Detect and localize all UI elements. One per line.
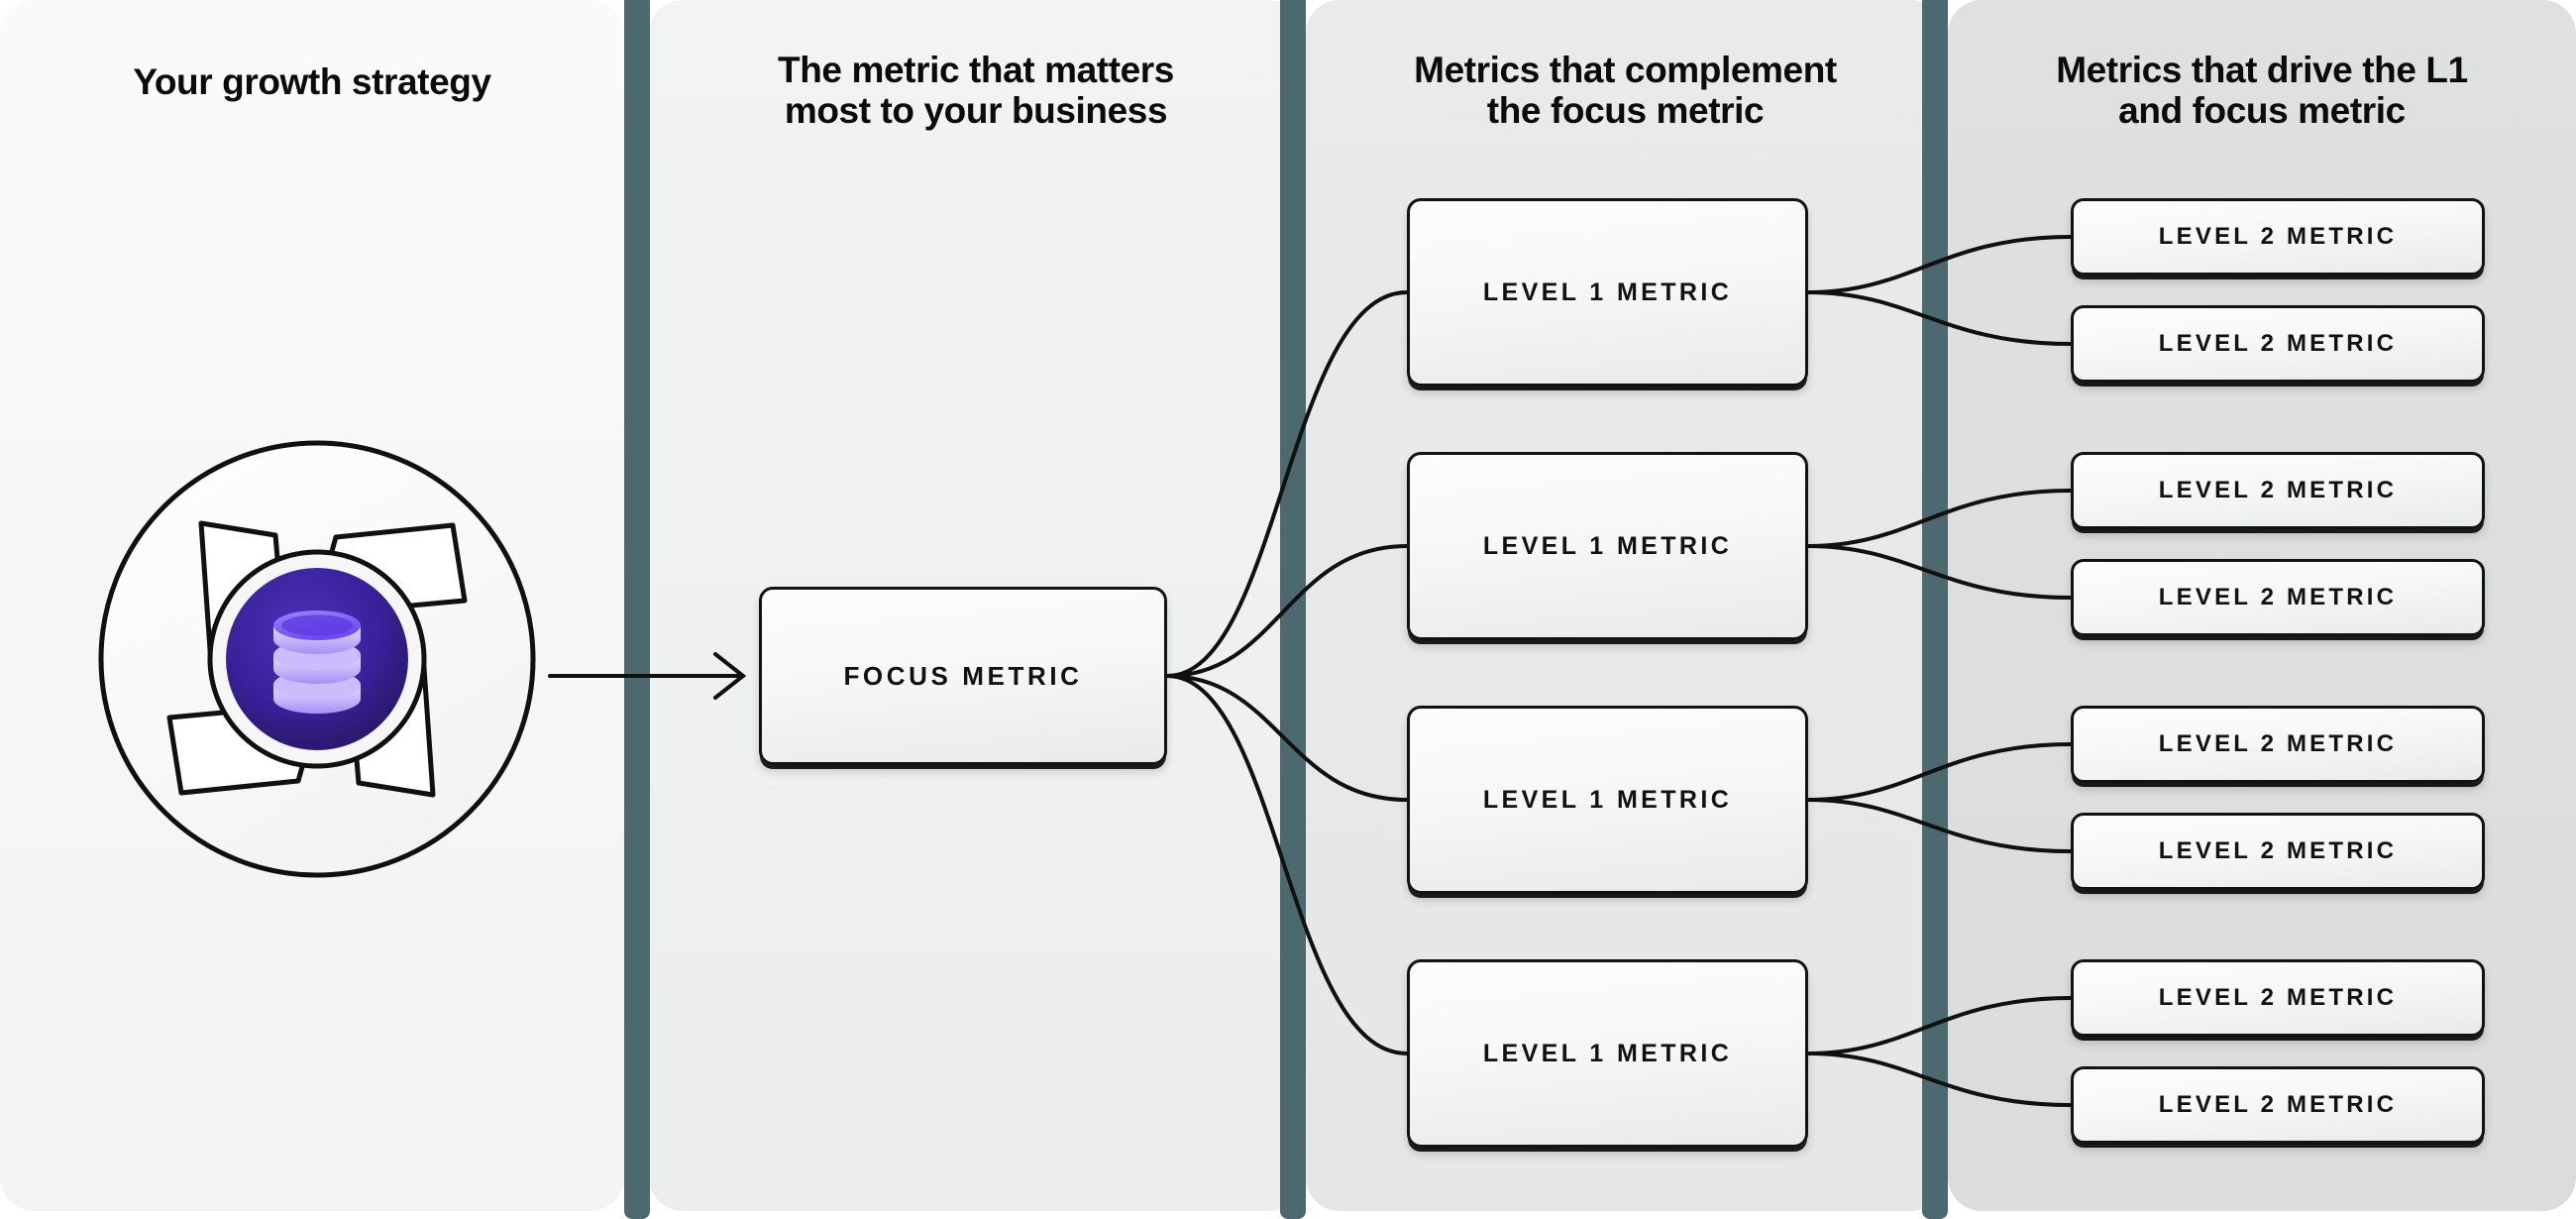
node-level2-metric-8-label: LEVEL 2 METRIC bbox=[2158, 1091, 2398, 1118]
node-level1-metric-3-label: LEVEL 1 METRIC bbox=[1482, 785, 1733, 814]
column-title-level-2: Metrics that drive the L1 and focus metr… bbox=[2056, 50, 2468, 132]
node-level1-metric-1-label: LEVEL 1 METRIC bbox=[1482, 277, 1733, 306]
node-level2-metric-5[interactable]: LEVEL 2 METRIC bbox=[2071, 706, 2485, 783]
column-title-growth-strategy: Your growth strategy bbox=[133, 61, 491, 102]
node-level1-metric-4[interactable]: LEVEL 1 METRIC bbox=[1407, 959, 1808, 1148]
column-divider-3 bbox=[1922, 0, 1948, 1219]
node-level2-metric-6[interactable]: LEVEL 2 METRIC bbox=[2071, 813, 2485, 890]
node-level2-metric-3-label: LEVEL 2 METRIC bbox=[2158, 477, 2398, 503]
column-divider-1 bbox=[624, 0, 650, 1219]
node-level1-metric-1[interactable]: LEVEL 1 METRIC bbox=[1407, 198, 1808, 387]
node-level2-metric-4[interactable]: LEVEL 2 METRIC bbox=[2071, 559, 2485, 636]
node-level2-metric-1-label: LEVEL 2 METRIC bbox=[2158, 223, 2398, 250]
aperture-database-logo bbox=[98, 440, 536, 878]
node-level2-metric-1[interactable]: LEVEL 2 METRIC bbox=[2071, 198, 2485, 276]
node-level2-metric-4-label: LEVEL 2 METRIC bbox=[2158, 584, 2398, 610]
node-level2-metric-5-label: LEVEL 2 METRIC bbox=[2158, 730, 2398, 757]
node-level2-metric-2-label: LEVEL 2 METRIC bbox=[2158, 330, 2398, 357]
node-level1-metric-2[interactable]: LEVEL 1 METRIC bbox=[1407, 452, 1808, 640]
node-level2-metric-6-label: LEVEL 2 METRIC bbox=[2158, 837, 2398, 864]
node-level1-metric-2-label: LEVEL 1 METRIC bbox=[1482, 531, 1733, 560]
node-focus-metric[interactable]: FOCUS METRIC bbox=[759, 587, 1167, 765]
column-title-level-1: Metrics that complement the focus metric bbox=[1414, 50, 1837, 132]
node-focus-metric-label: FOCUS METRIC bbox=[843, 660, 1083, 691]
node-level2-metric-2[interactable]: LEVEL 2 METRIC bbox=[2071, 305, 2485, 383]
node-level2-metric-7-label: LEVEL 2 METRIC bbox=[2158, 984, 2398, 1011]
column-title-focus-metric: The metric that matters most to your bus… bbox=[778, 50, 1174, 132]
node-level1-metric-3[interactable]: LEVEL 1 METRIC bbox=[1407, 706, 1808, 894]
database-icon bbox=[273, 610, 361, 714]
column-divider-2 bbox=[1280, 0, 1306, 1219]
node-level2-metric-3[interactable]: LEVEL 2 METRIC bbox=[2071, 452, 2485, 529]
node-level2-metric-7[interactable]: LEVEL 2 METRIC bbox=[2071, 959, 2485, 1037]
node-level2-metric-8[interactable]: LEVEL 2 METRIC bbox=[2071, 1066, 2485, 1144]
node-level1-metric-4-label: LEVEL 1 METRIC bbox=[1482, 1039, 1733, 1067]
